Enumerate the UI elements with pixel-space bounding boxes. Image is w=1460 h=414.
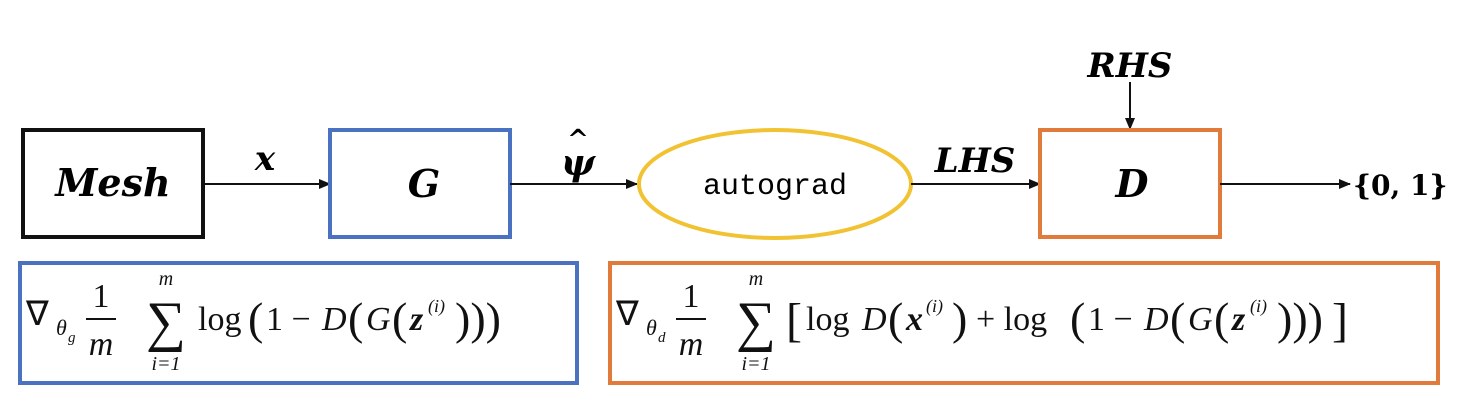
gen-nabla: ∇	[25, 296, 49, 333]
disc-paren-open-1: (	[888, 293, 903, 344]
disc-d-1: D	[861, 301, 887, 338]
gen-paren-open-3: (	[392, 293, 407, 344]
disc-nabla: ∇	[615, 296, 639, 333]
gen-frac-den: m	[89, 326, 114, 363]
edge-rhs-label: RHS	[1087, 46, 1173, 86]
disc-bracket-close: ]	[1332, 294, 1348, 347]
mesh-node: Mesh	[21, 128, 205, 239]
gen-frac-num: 1	[93, 278, 110, 315]
generator-label: G	[408, 161, 440, 206]
disc-one-minus: 1 −	[1088, 301, 1133, 338]
gen-paren-close: )))	[455, 293, 501, 344]
disc-paren-open-4: (	[1214, 293, 1229, 344]
gen-sum: ∑	[146, 291, 186, 353]
disc-frac-num: 1	[683, 278, 700, 315]
generator-loss-box: ∇ θ g 1 m m ∑ i=1 log ( 1 − D ( G ( z (i…	[18, 261, 579, 385]
generator-node: G	[328, 128, 512, 239]
gen-one-minus: 1 −	[266, 301, 311, 338]
gen-z: z	[409, 301, 424, 338]
gen-d: D	[321, 301, 347, 338]
gen-paren-open-2: (	[348, 293, 363, 344]
disc-x: x	[905, 301, 923, 338]
disc-d-2: D	[1143, 301, 1169, 338]
edge-psi-label: ψ	[561, 142, 596, 184]
disc-paren-open-2: (	[1070, 293, 1085, 344]
disc-paren-close-1: )	[952, 293, 967, 344]
disc-x-sup: (i)	[926, 296, 943, 317]
gen-sum-bottom: i=1	[151, 353, 180, 375]
gen-paren-open-1: (	[248, 293, 263, 344]
output-label: {0, 1}	[1353, 169, 1447, 202]
edge-psi-hat: ^	[567, 125, 589, 155]
discriminator-loss-box: ∇ θ d 1 m m ∑ i=1 [ log D ( x (i) ) + lo…	[608, 261, 1440, 385]
disc-log-1: log	[806, 301, 849, 338]
autograd-label: autograd	[703, 170, 847, 204]
discriminator-node: D	[1038, 128, 1222, 239]
disc-paren-close-2: )))	[1277, 293, 1323, 344]
disc-plus-log: + log	[976, 301, 1047, 338]
gen-theta: θ	[56, 315, 67, 340]
disc-paren-open-3: (	[1170, 293, 1185, 344]
edge-x-label: x	[254, 139, 276, 179]
disc-z: z	[1231, 301, 1246, 338]
gen-z-sup: (i)	[428, 296, 445, 317]
gen-g: G	[366, 301, 391, 338]
gen-log: log	[198, 301, 241, 338]
mesh-label: Mesh	[53, 160, 170, 205]
discriminator-label: D	[1115, 161, 1149, 206]
edge-lhs-label: LHS	[934, 141, 1016, 181]
autograd-node: autograd	[637, 128, 913, 240]
disc-frac-den: m	[679, 326, 704, 363]
disc-sum: ∑	[736, 291, 776, 353]
gen-theta-sub: g	[68, 330, 76, 346]
disc-sum-top: m	[749, 268, 763, 290]
disc-sum-bottom: i=1	[741, 353, 770, 375]
disc-bracket-open: [	[786, 294, 802, 347]
gen-sum-top: m	[159, 268, 173, 290]
disc-z-sup: (i)	[1250, 296, 1267, 317]
disc-g: G	[1188, 301, 1213, 338]
disc-theta: θ	[646, 315, 657, 340]
disc-theta-sub: d	[658, 330, 666, 346]
